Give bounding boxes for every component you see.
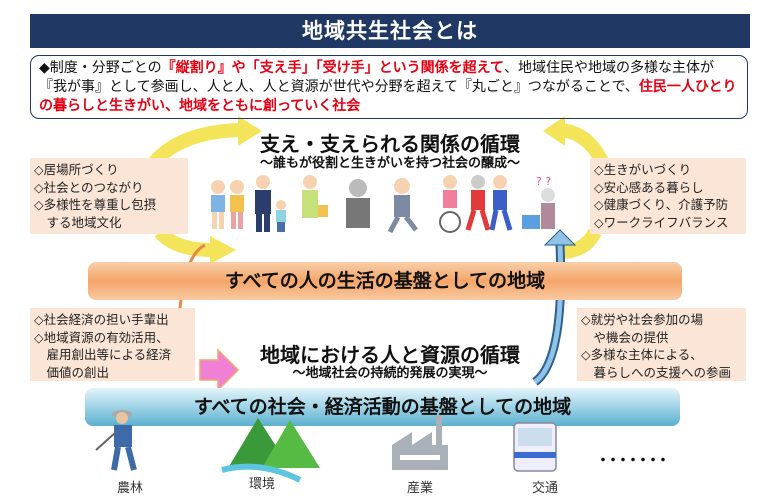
band-life-foundation: すべての人の生活の基盤としての地域 [88, 262, 682, 300]
description-lead: ◆制度・分野ごとの [39, 60, 162, 76]
blue-arrowhead [543, 229, 577, 246]
lower-right-box: ◇就労や社会参加の場 や機会の提供 ◇多様な主体による、 暮らしへの支援への参画 [577, 308, 746, 381]
upper-cycle-title: 支え・支えられる関係の循環 [260, 132, 520, 156]
sector-label-environment: 環境 [248, 477, 275, 492]
lower-cycle-subtitle: ～地域社会の持続的発展の実現～ [292, 366, 488, 381]
yellow-arrowhead-upper-right [543, 116, 565, 146]
list-item: ◇社会とのつながり [34, 179, 144, 195]
list-item: ◇多様な主体による、 [581, 347, 703, 362]
list-item: ◇多様性を尊重し包摂 [34, 197, 157, 212]
list-item: や機会の提供 [581, 329, 669, 345]
description-box: ◆制度・分野ごとの『縦割り』や「支え手」「受け手」という関係を超えて、地域住民や… [30, 55, 748, 119]
description-highlight-2: 住民一人ひとりの暮らしと生きがい、地域をともに創っていく社会 [39, 79, 737, 114]
sector-label-transport: 交通 [531, 481, 558, 496]
list-item: ◇ワークライフバランス [594, 214, 729, 230]
upper-cycle-subtitle: ～誰もが役割と生きがいを持つ社会の醸成～ [259, 156, 520, 171]
yellow-arrow-lower-left [154, 227, 213, 257]
lower-cycle-title: 地域における人と資源の循環 [260, 343, 520, 367]
list-item: する地域文化 [34, 214, 122, 230]
ellipsis: ・・・・・・・ [596, 453, 670, 469]
sector-label-industry: 産業 [406, 481, 433, 496]
description-body: 、地域住民や地域の多様な主体が『我が事』として参画し、人と人、人と資源が世代や分… [39, 60, 714, 95]
yellow-arrowhead-upper-left [238, 116, 262, 146]
lower-left-box: ◇社会経済の担い手輩出 ◇地域資源の有効活用、 雇用創出等による経済 価値の創出 [30, 308, 195, 381]
upper-right-box: ◇生きがいづくり ◇安心感ある暮らし ◇健康づくり、介護予防 ◇ワークライフバラ… [590, 158, 746, 234]
list-item: ◇地域資源の有効活用、 [34, 329, 169, 345]
list-item: ◇居場所づくり [34, 162, 119, 177]
page-title: 地域共生社会とは [30, 14, 750, 48]
list-item: 暮らしへの支援への参画 [581, 364, 732, 380]
list-item: ◇健康づくり、介護予防 [594, 197, 729, 212]
sector-label-agriculture: 農林 [116, 481, 143, 496]
upper-left-box: ◇居場所づくり ◇社会とのつながり ◇多様性を尊重し包摂 する地域文化 [30, 158, 188, 234]
yellow-arrowhead-lower-left [210, 236, 236, 264]
list-item: ◇就労や社会参加の場 [581, 312, 704, 327]
band-economy-foundation: すべての社会・経済活動の基盤としての地域 [85, 388, 680, 426]
list-item: 価値の創出 [34, 364, 110, 380]
list-item: ◇社会経済の担い手輩出 [34, 312, 169, 327]
list-item: ◇生きがいづくり [594, 162, 692, 177]
description-highlight-1: 『縦割り』や「支え手」「受け手」という関係を超えて [161, 60, 504, 76]
list-item: 雇用創出等による経済 [34, 347, 172, 362]
pink-arrow [199, 348, 240, 392]
list-item: ◇安心感ある暮らし [594, 179, 704, 195]
